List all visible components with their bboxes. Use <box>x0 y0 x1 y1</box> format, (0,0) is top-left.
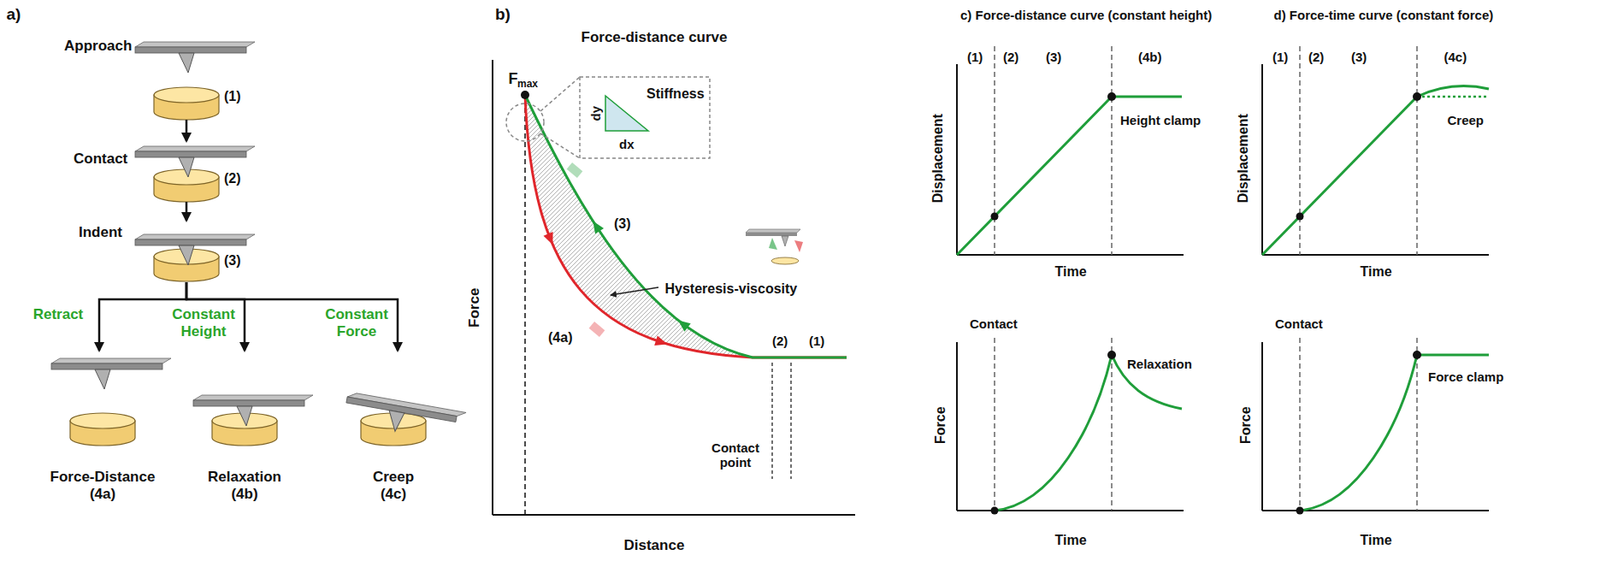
axis-label: Force <box>1238 406 1254 444</box>
panel-a-pictures <box>51 41 467 446</box>
panel-letter: a) <box>6 5 22 24</box>
panel-title: Force-distance curve <box>581 29 728 47</box>
mode-group: Force-Distance (4a) <box>34 350 172 518</box>
callout-number: (1) <box>808 333 825 349</box>
region-label: Hysteresis-viscosity <box>665 281 798 297</box>
step-label: Force-Distance (4a) <box>42 468 163 502</box>
inset-label: Stiffness <box>646 86 705 102</box>
axis-label: Time <box>1360 532 1393 549</box>
stage-group: Approach (1) <box>51 32 257 120</box>
stage-group: Indent (3) <box>51 220 257 283</box>
step-label: Creep (4c) <box>363 468 424 502</box>
phase-number: (4b) <box>1138 49 1163 65</box>
small-cantilever-icon <box>745 229 803 265</box>
panel-letter: b) <box>495 5 511 24</box>
axis-label: Force <box>466 288 484 328</box>
curve-label: Force clamp <box>1428 369 1504 384</box>
curve-label: Contact <box>969 316 1018 331</box>
direction-arrow <box>543 231 557 248</box>
phase-number: (1) <box>1272 49 1288 65</box>
panel-title: d) Force-time curve (constant force) <box>1274 7 1494 23</box>
axis-label: Displacement <box>1235 113 1252 203</box>
flow-arrow <box>185 201 189 221</box>
inset-label: dx <box>619 136 635 152</box>
step-label: Contact <box>73 150 128 168</box>
direction-arrow <box>674 316 691 332</box>
phase-number: (4c) <box>1444 49 1468 65</box>
phase-number: (1) <box>967 49 983 65</box>
curve-label: Creep <box>1447 112 1485 128</box>
branch-label: Constant Height <box>167 306 240 340</box>
curve-label: Height clamp <box>1120 112 1201 128</box>
panel-title: c) Force-distance curve (constant height… <box>960 7 1212 23</box>
branch-label: Retract <box>22 306 95 324</box>
callout-number: (2) <box>772 333 788 349</box>
step-label: Approach <box>64 37 132 55</box>
mode-group: Relaxation (4b) <box>184 350 305 518</box>
phase-number: (2) <box>1003 49 1019 65</box>
mode-group: Creep (4c) <box>342 350 445 518</box>
inset-label: dy <box>588 105 603 121</box>
panel-d-charts <box>1262 46 1489 515</box>
step-label: Relaxation (4b) <box>197 468 292 502</box>
phase-number: (2) <box>1308 49 1324 65</box>
step-label: Indent <box>78 224 123 242</box>
axis-symbol: max <box>517 78 538 91</box>
stage-group: Contact (2) <box>51 141 257 202</box>
panel-b-chart <box>492 59 856 515</box>
branch-label: Constant Force <box>320 306 393 340</box>
axis-label: Displacement <box>930 113 946 203</box>
callout-number: (2) <box>224 171 242 187</box>
callout-number: (1) <box>224 88 242 105</box>
callout-number: (4a) <box>548 330 573 346</box>
phase-number: (3) <box>1045 49 1062 65</box>
curve-label: Contact <box>1275 316 1323 331</box>
curve-label: Relaxation <box>1127 356 1193 372</box>
direction-arrow <box>588 218 604 234</box>
callout-number: (3) <box>224 253 242 269</box>
axis-label: Distance <box>624 537 685 555</box>
axis-label: Time <box>1360 264 1393 280</box>
phase-number: (3) <box>1351 49 1367 65</box>
point-label: Contact point <box>704 440 767 471</box>
axis-symbol: F <box>508 70 519 89</box>
axis-label: Time <box>1055 532 1087 549</box>
axis-label: Force <box>932 406 949 444</box>
axis-label: Time <box>1055 264 1087 280</box>
direction-arrow <box>654 335 669 349</box>
callout-number: (3) <box>614 216 632 232</box>
flow-arrow <box>185 119 189 142</box>
